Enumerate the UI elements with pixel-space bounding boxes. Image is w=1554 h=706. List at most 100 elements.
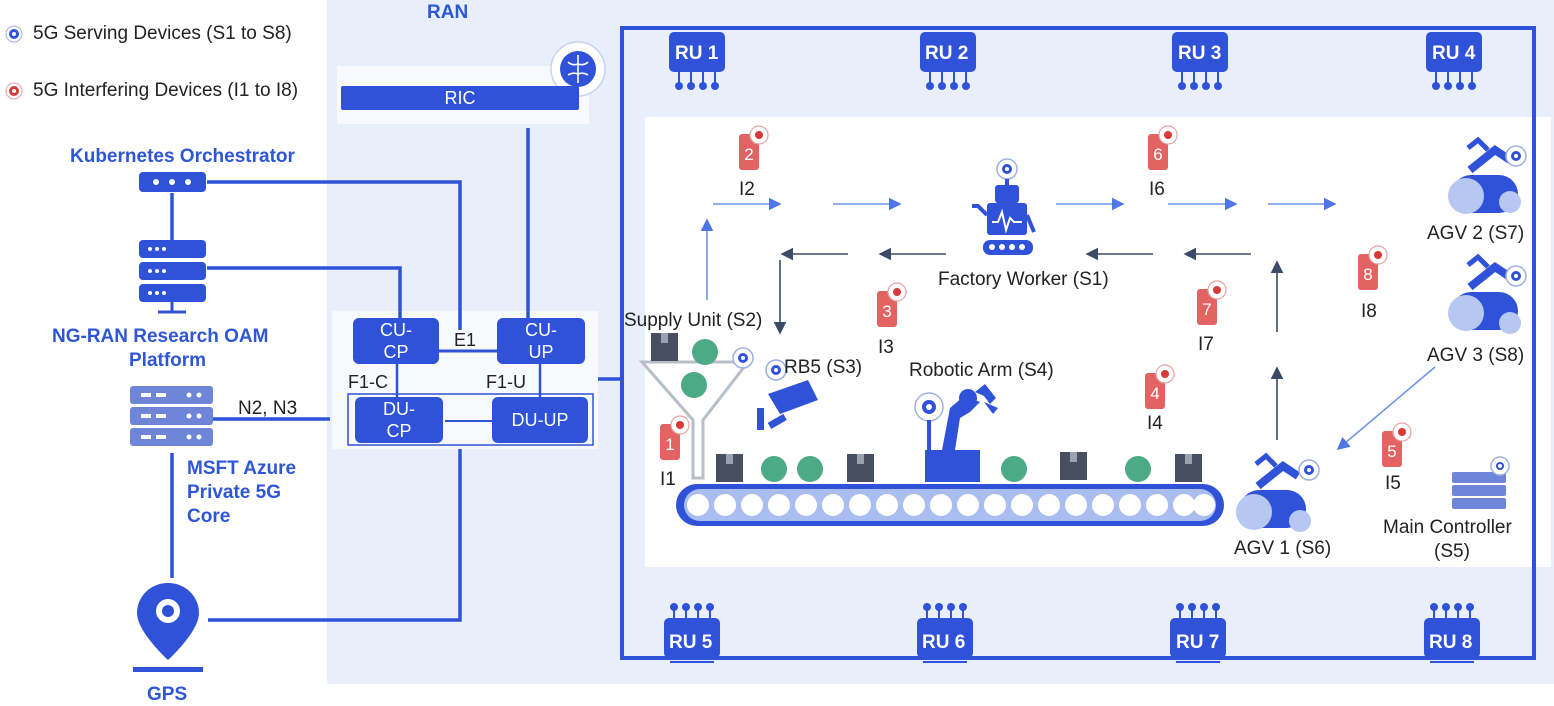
ru-6-label: RU 6: [922, 632, 966, 653]
security-camera-icon: [757, 359, 818, 430]
interferer-number-8: 8: [1363, 265, 1372, 284]
ru-units: [664, 27, 1482, 663]
interferer-label-i7: I7: [1198, 334, 1214, 355]
conveyor-belt: [676, 484, 1224, 526]
supply-unit-antenna-icon: [732, 347, 754, 369]
ru-unit-bottom-2: [917, 603, 973, 663]
core-label-1: MSFT Azure: [187, 458, 297, 479]
ru-1-label: RU 1: [675, 43, 719, 64]
kubernetes-label: Kubernetes Orchestrator: [70, 146, 295, 167]
agv-1-label: AGV 1 (S6): [1234, 538, 1332, 559]
agv-1-icon: [1236, 452, 1320, 532]
kubernetes-icon: [139, 172, 206, 192]
interferer-number-2: 2: [744, 145, 753, 164]
core-server-icon: [130, 386, 213, 446]
return-arrows: [773, 247, 1284, 440]
oam-label-2: Platform: [129, 350, 207, 371]
ric-node[interactable]: RIC: [341, 86, 579, 110]
cu-up-label-2: UP: [528, 342, 554, 362]
interferer-label-i4: I4: [1147, 413, 1163, 434]
interferer-phone-8: 8: [1358, 245, 1388, 290]
cu-cp-node[interactable]: CU-CP: [353, 318, 439, 364]
ru-8-label: RU 8: [1429, 632, 1473, 653]
ru-unit-top-4: [1426, 27, 1482, 90]
oam-server-icon: [139, 240, 206, 314]
interferer-phone-4: 4: [1145, 364, 1175, 409]
core-label-2: Private 5G: [187, 482, 281, 503]
connection-lines: [170, 128, 620, 622]
agv-3-label: AGV 3 (S8): [1427, 345, 1525, 366]
legend-serving-icon: [5, 25, 23, 43]
du-cp-label-2: CP: [386, 421, 412, 441]
agv-2-icon: [1448, 136, 1527, 214]
f1u-label: F1-U: [486, 372, 526, 392]
cu-cp-label-2: CP: [383, 342, 409, 362]
ru-unit-bottom-3: [1170, 603, 1226, 663]
interferer-number-1: 1: [665, 435, 674, 454]
ru-4-label: RU 4: [1432, 43, 1476, 64]
flow-arrows: [700, 197, 1436, 451]
ran-title: RAN: [427, 2, 469, 23]
agv-3-icon: [1448, 253, 1527, 334]
n2-n3-label: N2, N3: [238, 398, 298, 419]
interferer-label-i8: I8: [1361, 301, 1377, 322]
interferer-label-i2: I2: [739, 179, 755, 200]
agv-2-label: AGV 2 (S7): [1427, 223, 1525, 244]
supply-unit-label: Supply Unit (S2): [624, 310, 763, 331]
interferer-phone-5: 5: [1382, 422, 1412, 467]
interferer-label-i1: I1: [660, 469, 676, 490]
ru-5-label: RU 5: [669, 632, 713, 653]
interferer-number-4: 4: [1150, 384, 1159, 403]
legend-interfering-label: 5G Interfering Devices (I1 to I8): [33, 80, 299, 101]
interferer-number-7: 7: [1202, 300, 1211, 319]
ru-unit-bottom-1: [664, 603, 720, 663]
interferer-phone-7: 7: [1197, 280, 1227, 325]
interferer-label-i5: I5: [1385, 473, 1401, 494]
factory-frame: [620, 26, 1536, 660]
du-cp-label-1: DU-: [383, 399, 415, 419]
ru-3-label: RU 3: [1178, 43, 1222, 64]
rb5-label: RB5 (S3): [784, 357, 863, 378]
robotic-arm-icon: [914, 384, 998, 482]
cu-up-label-1: CU-: [525, 320, 557, 340]
belt-rollers: [687, 494, 1215, 516]
f1c-label: F1-C: [348, 372, 388, 392]
interferer-number-6: 6: [1153, 145, 1162, 164]
interferer-phone-2: 2: [739, 125, 769, 170]
main-controller-icon: [1452, 456, 1510, 509]
interferer-phone-3: 3: [877, 282, 907, 327]
factory-worker-robot-icon: [972, 158, 1036, 255]
gps-label: GPS: [147, 684, 188, 705]
interferer-number-5: 5: [1387, 442, 1396, 461]
du-cp-node[interactable]: DU-CP: [355, 397, 443, 443]
ru-unit-top-3: [1172, 27, 1228, 90]
belt-items: [716, 452, 1202, 482]
interferer-number-3: 3: [882, 302, 891, 321]
robotic-arm-label: Robotic Arm (S4): [909, 360, 1054, 381]
oam-label-1: NG-RAN Research OAM: [52, 326, 269, 347]
du-group-border: [347, 393, 594, 446]
ru-unit-bottom-4: [1424, 603, 1480, 663]
factory-worker-label: Factory Worker (S1): [938, 269, 1109, 290]
e1-label: E1: [454, 330, 477, 350]
interferer-label-i6: I6: [1149, 179, 1165, 200]
interferer-phones: 1 2 3 4 5 6 7 8: [660, 125, 1412, 467]
interferer-phone-6: 6: [1148, 125, 1178, 170]
legend-serving-label: 5G Serving Devices (S1 to S8): [33, 23, 292, 44]
core-label-3: Core: [187, 506, 231, 527]
legend-interfering-icon: [5, 82, 23, 100]
main-controller-label-1: Main Controller: [1383, 517, 1512, 538]
du-up-node[interactable]: DU-UP: [492, 397, 588, 443]
interferer-phone-1: 1: [660, 415, 690, 460]
cu-up-node[interactable]: CU-UP: [497, 318, 585, 364]
ru-2-label: RU 2: [925, 43, 969, 64]
ru-7-label: RU 7: [1176, 632, 1220, 653]
ru-unit-top-2: [920, 27, 976, 90]
cu-cp-label-1: CU-: [380, 320, 412, 340]
ai-brain-icon: [550, 41, 606, 97]
interferer-label-i3: I3: [878, 337, 894, 358]
ru-unit-top-1: [669, 27, 725, 90]
main-controller-label-2: (S5): [1434, 541, 1470, 562]
gps-pin-icon: [133, 583, 203, 672]
